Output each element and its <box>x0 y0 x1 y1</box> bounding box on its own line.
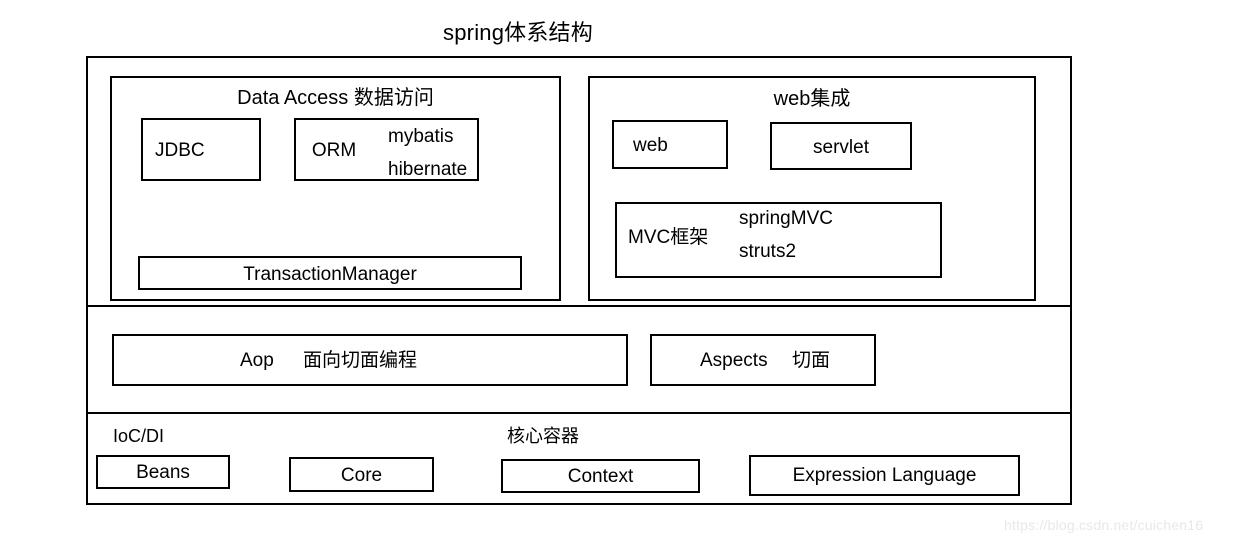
beans-module-box[interactable] <box>96 455 230 489</box>
transaction-manager-box[interactable] <box>138 256 522 290</box>
beans-module-label: Beans <box>136 462 190 483</box>
web-module-label: web <box>633 135 668 156</box>
core-container-label: 核心容器 <box>507 426 579 446</box>
aspects-description-label: 切面 <box>792 350 831 371</box>
data-access-title: Data Access 数据访问 <box>237 87 434 109</box>
web-module-box[interactable] <box>612 120 728 169</box>
data-access-panel <box>110 76 561 301</box>
watermark: https://blog.csdn.net/cuichen16 <box>1004 517 1204 533</box>
expression-language-module-box[interactable] <box>749 455 1020 496</box>
orm-item-mybatis: mybatis <box>388 126 454 147</box>
layer-divider-aop <box>86 305 1072 307</box>
orm-module-box[interactable] <box>294 118 479 181</box>
mvc-framework-box[interactable] <box>615 202 942 278</box>
context-module-box[interactable] <box>501 459 700 493</box>
orm-item-hibernate: hibernate <box>388 159 468 180</box>
context-module-label: Context <box>567 466 634 487</box>
mvc-framework-label: MVC框架 <box>628 227 709 248</box>
aspects-box[interactable] <box>650 334 876 386</box>
layer-divider-core-container <box>86 412 1072 414</box>
expression-language-module-label: Expression Language <box>792 465 977 486</box>
servlet-module-label: servlet <box>813 137 869 158</box>
aop-label: Aop <box>240 350 274 371</box>
mvc-item-struts2: struts2 <box>739 241 797 262</box>
orm-label: ORM <box>311 140 357 161</box>
core-module-label: Core <box>340 465 383 486</box>
ioc-di-label: IoC/DI <box>113 426 165 446</box>
web-integration-title: web集成 <box>773 88 851 110</box>
mvc-item-springmvc: springMVC <box>739 208 833 229</box>
core-module-box[interactable] <box>289 457 434 492</box>
aop-description-label: 面向切面编程 <box>303 350 418 371</box>
web-integration-panel <box>588 76 1036 301</box>
jdbc-label: JDBC <box>155 140 205 161</box>
servlet-module-box[interactable] <box>770 122 912 170</box>
jdbc-module-box[interactable] <box>141 118 261 181</box>
transaction-manager-label: TransactionManager <box>243 264 417 285</box>
aspects-label: Aspects <box>700 350 768 371</box>
spring-framework-outer-frame <box>86 56 1072 505</box>
aop-box[interactable] <box>112 334 628 386</box>
page-title: spring体系结构 <box>443 20 593 45</box>
